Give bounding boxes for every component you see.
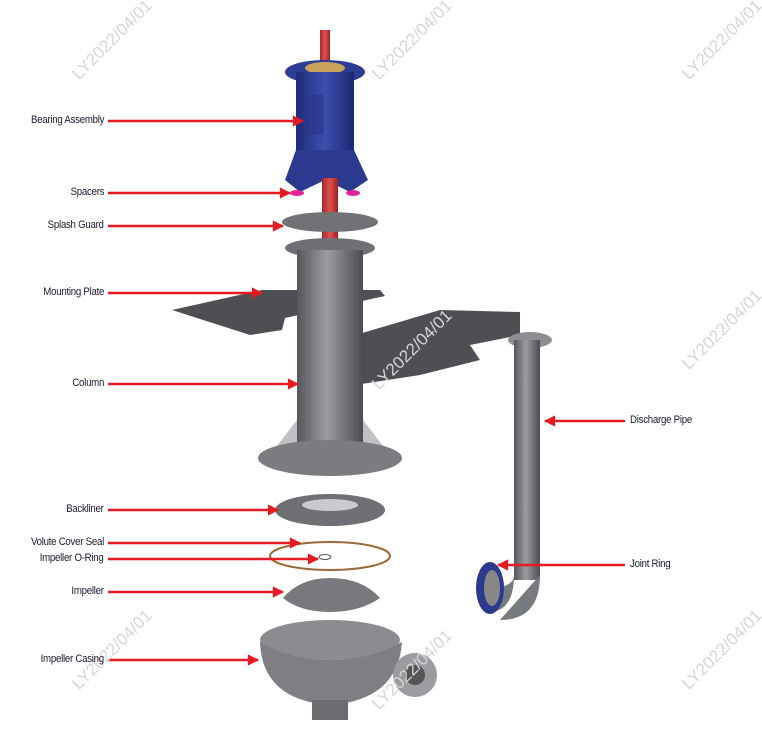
volute-cover-seal bbox=[269, 541, 391, 571]
label-impeller-casing: Impeller Casing bbox=[40, 653, 105, 665]
splash-guard bbox=[282, 212, 378, 232]
label-spacers: Spacers bbox=[70, 186, 104, 198]
impeller bbox=[283, 578, 380, 612]
column bbox=[297, 250, 363, 450]
label-impeller: Impeller bbox=[71, 585, 105, 597]
label-impeller-o-ring: Impeller O-Ring bbox=[40, 552, 104, 564]
spacers bbox=[290, 190, 360, 196]
discharge-pipe bbox=[514, 340, 540, 580]
shaft-top bbox=[320, 30, 330, 62]
label-splash-guard: Splash Guard bbox=[47, 219, 104, 231]
callout-arrows bbox=[108, 115, 625, 666]
label-mounting-plate: Mounting Plate bbox=[43, 286, 104, 298]
label-backliner: Backliner bbox=[66, 503, 105, 515]
bearing-assembly bbox=[285, 60, 368, 192]
label-joint-ring: Joint Ring bbox=[630, 558, 671, 570]
label-bearing-assembly: Bearing Assembly bbox=[30, 114, 105, 126]
impeller-casing bbox=[260, 642, 402, 705]
label-volute-cover-seal: Volute Cover Seal bbox=[30, 536, 104, 548]
label-column: Column bbox=[72, 377, 104, 389]
label-discharge-pipe: Discharge Pipe bbox=[630, 414, 692, 426]
impeller-o-ring bbox=[318, 554, 332, 560]
